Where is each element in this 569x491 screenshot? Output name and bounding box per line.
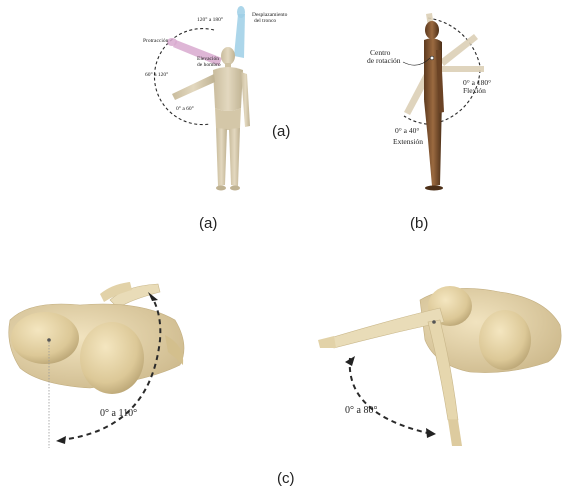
- label-displacement-2: del tronco: [254, 18, 276, 24]
- arrowhead-right-bottom: [426, 428, 436, 438]
- ghost-arm-diag: [440, 34, 478, 66]
- caption-b: (b): [410, 215, 428, 232]
- hand-right: [318, 336, 336, 348]
- shoulder-left-far: [11, 312, 79, 364]
- caption-c: (c): [277, 470, 295, 487]
- label-extension-range: 0° a 40°: [395, 126, 419, 135]
- range-arc-right: [350, 358, 432, 434]
- rotation-center-dot: [430, 56, 434, 60]
- arrowhead-right-top: [345, 356, 355, 366]
- raised-arm-blue: [234, 6, 245, 58]
- figure-c-right: 0° a 80°: [318, 286, 561, 446]
- body-figure-b: [424, 21, 444, 191]
- caption-a: (a): [199, 215, 217, 232]
- figure-b: Centro de rotación 0° a 180° Flexión 0° …: [367, 13, 491, 232]
- arrowhead-left-bottom: [56, 436, 66, 444]
- label-center-2: de rotación: [367, 56, 401, 65]
- label-left-range: 0° a 110°: [100, 408, 137, 419]
- label-right-range: 0° a 80°: [345, 405, 377, 416]
- shoulder-left-near: [80, 322, 144, 394]
- label-protraction: Protracción: [143, 38, 169, 44]
- caption-a-side: (a): [272, 123, 290, 140]
- ghost-arm-horiz: [440, 66, 484, 72]
- body-figure-a: [172, 47, 250, 191]
- label-flexion: Flexión: [463, 86, 486, 95]
- figure-c-left: 0° a 110°: [9, 282, 184, 448]
- label-range-top: 120° a 180°: [197, 16, 223, 23]
- pivot-left: [47, 338, 51, 342]
- label-range-mid: 60° a 120°: [145, 71, 168, 78]
- label-elevation-2: de hombro: [197, 62, 221, 68]
- figure-a: 120° a 180° Desplazamiento del tronco Pr…: [143, 6, 290, 232]
- pivot-right: [432, 320, 436, 324]
- label-extension: Extensión: [393, 137, 423, 146]
- shoulder-right-near: [479, 310, 531, 370]
- hanging-hand-right: [448, 420, 462, 446]
- label-range-low: 0° a 60°: [176, 105, 194, 112]
